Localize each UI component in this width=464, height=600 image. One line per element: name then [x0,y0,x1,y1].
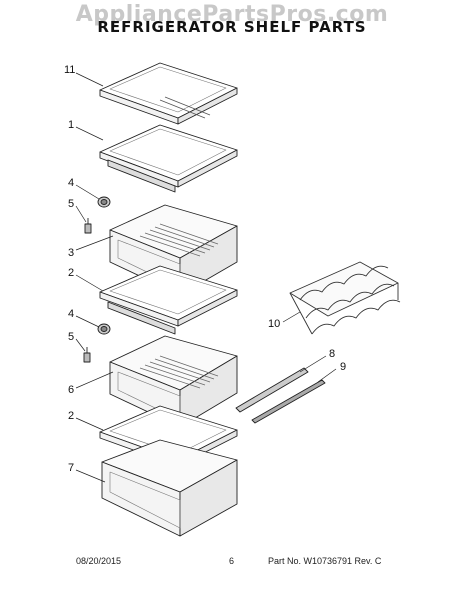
callout-9: 9 [340,361,347,373]
callout-10: 10 [268,318,281,330]
part-10-wine-rack [289,261,401,335]
part-11-shelf [99,62,238,125]
watermark: AppliancePartsPros.com [75,2,389,27]
callout-7: 7 [68,462,75,474]
footer-date: 08/20/2015 [76,556,122,566]
callout-11: 11 [64,64,76,76]
callout-6: 6 [68,384,75,396]
part-2-upper-shelf [99,265,238,335]
callout-1: 1 [68,119,75,131]
callout-2-upper: 2 [68,267,75,279]
callout-4-lower: 4 [68,308,75,320]
part-5-upper-screw [84,218,92,234]
callout-2-lower: 2 [68,410,75,422]
callout-5-upper: 5 [68,198,75,210]
callout-8: 8 [329,348,336,360]
callout-5-lower: 5 [68,331,75,343]
callout-4-upper: 4 [68,177,75,189]
part-4-upper-cap [97,196,111,208]
part-7-drawer [101,439,238,537]
footer-page-number: 6 [229,556,235,566]
part-4-lower-cap [97,323,111,335]
part-1-shelf [99,124,238,193]
page-title: REFRIGERATOR SHELF PARTS [97,18,367,36]
footer-part-number: Part No. W10736791 Rev. C [268,556,382,566]
part-5-lower-screw [83,347,91,363]
callout-3: 3 [68,247,75,259]
part-9-rail [251,379,326,424]
part-8-rail [235,367,309,413]
